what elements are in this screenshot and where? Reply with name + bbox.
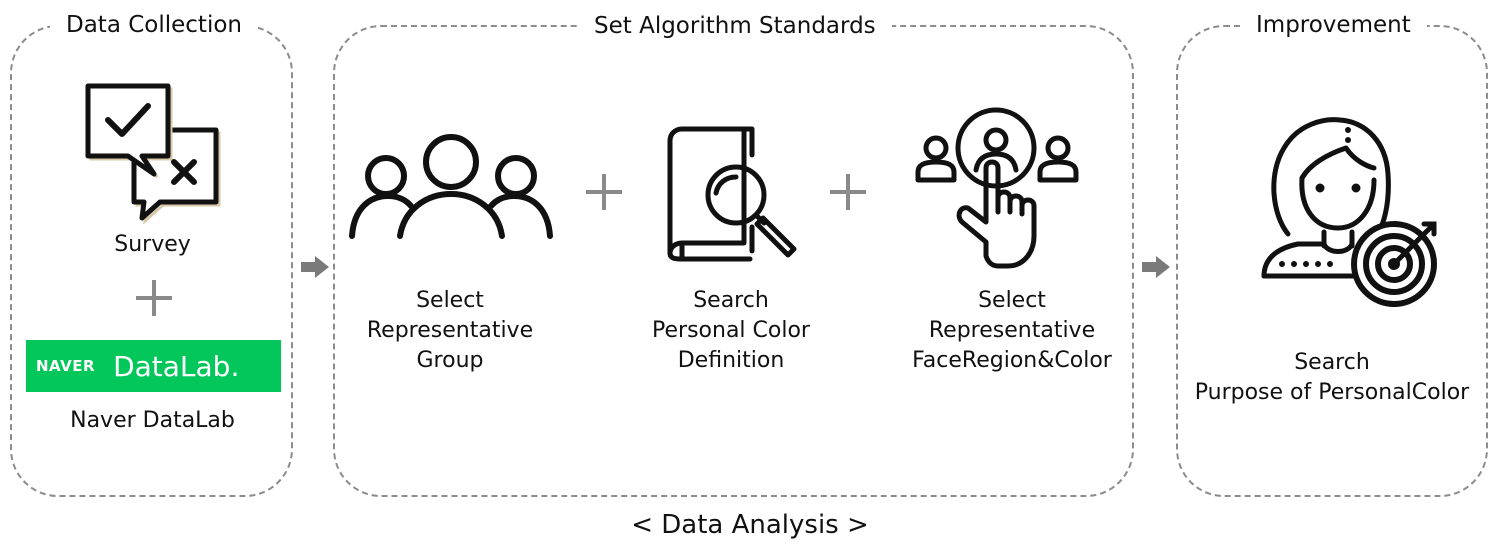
- data-collection-title: Data Collection: [50, 10, 258, 40]
- plus-icon: [830, 174, 866, 210]
- arrow-right-icon: [1142, 256, 1170, 278]
- step2-line3: Definition: [677, 348, 785, 373]
- step1-line3: Group: [416, 348, 484, 373]
- plus-icon: [586, 174, 622, 210]
- plus-icon: [136, 280, 172, 316]
- step3-line3: FaceRegion&Color: [912, 348, 1112, 373]
- step1-line2: Representative: [366, 318, 534, 343]
- improvement-line1: Search: [1294, 350, 1370, 375]
- arrow-right-icon: [301, 256, 329, 278]
- improvement-line2: Purpose of PersonalColor: [1194, 380, 1470, 405]
- step2-line2: Personal Color: [652, 318, 810, 343]
- step2-line1: Search: [693, 288, 769, 313]
- naver-datalab-label: Naver DataLab: [70, 408, 235, 433]
- datalab-product-text: DataLab.: [113, 349, 240, 383]
- step1-line1: Select: [416, 288, 484, 313]
- woman-target-icon: [1261, 117, 1437, 307]
- survey-check-icon: [85, 83, 221, 224]
- data-analysis-caption: < Data Analysis >: [631, 510, 869, 540]
- survey-label: Survey: [114, 232, 191, 257]
- step3-line2: Representative: [928, 318, 1096, 343]
- book-search-icon: [667, 126, 797, 262]
- algorithm-standards-title: Set Algorithm Standards: [578, 11, 892, 41]
- improvement-title: Improvement: [1240, 10, 1427, 40]
- step3-line1: Select: [978, 288, 1046, 313]
- people-group-icon: [349, 134, 553, 239]
- naver-brand-text: NAVER: [36, 357, 96, 375]
- select-person-hand-icon: [915, 107, 1079, 269]
- naver-datalab-logo: NAVER DataLab.: [26, 340, 281, 392]
